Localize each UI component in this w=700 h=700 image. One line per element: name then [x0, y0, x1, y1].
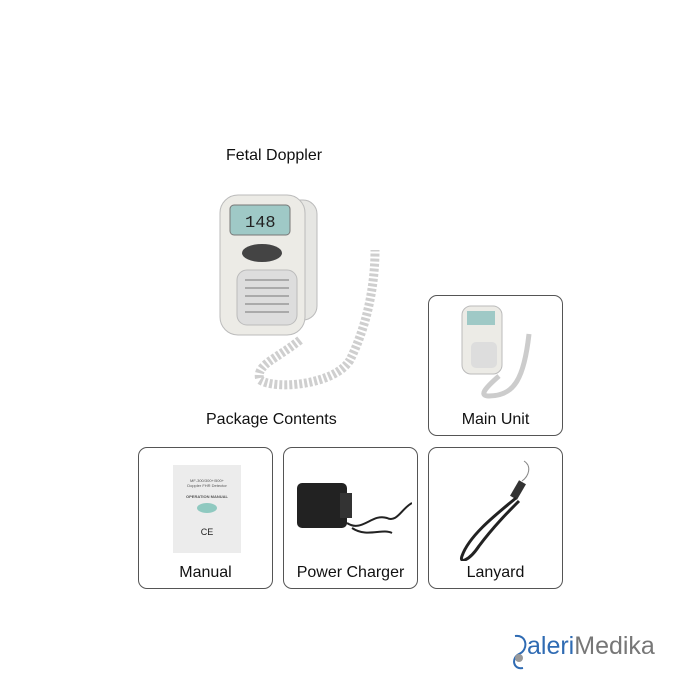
- charger-image: [297, 483, 412, 534]
- item-manual: MF-300/300+/500+ Doppler FHR Detector OP…: [138, 447, 273, 589]
- ce-mark: CE: [200, 527, 214, 537]
- item-main-unit: Main Unit: [428, 295, 563, 436]
- stethoscope-icon: [513, 634, 527, 670]
- logo-part1: aleri: [527, 632, 575, 660]
- section-title: Package Contents: [206, 411, 337, 428]
- lanyard-image: [459, 460, 530, 561]
- galeri-medika-logo: aleriMedika: [513, 632, 655, 670]
- item-power-charger: Power Charger: [283, 447, 418, 589]
- manual-heading: OPERATION MANUAL: [186, 494, 228, 499]
- item-lanyard: Lanyard: [428, 447, 563, 589]
- page-title: Fetal Doppler: [226, 147, 323, 164]
- item-label: Power Charger: [296, 564, 405, 581]
- manual-product: Doppler FHR Detector: [187, 483, 227, 488]
- manual-logo-icon: [197, 503, 217, 513]
- fetal-doppler-image: 148: [219, 194, 380, 390]
- manual-image: MF-300/300+/500+ Doppler FHR Detector OP…: [173, 465, 241, 553]
- main-unit-image: [461, 305, 532, 399]
- item-label: Lanyard: [466, 564, 525, 581]
- logo-part2: Medika: [574, 632, 655, 660]
- item-label: Main Unit: [461, 411, 530, 428]
- item-label: Manual: [179, 564, 232, 581]
- display-reading: 148: [245, 214, 276, 233]
- manual-model: MF-300/300+/500+: [189, 478, 225, 483]
